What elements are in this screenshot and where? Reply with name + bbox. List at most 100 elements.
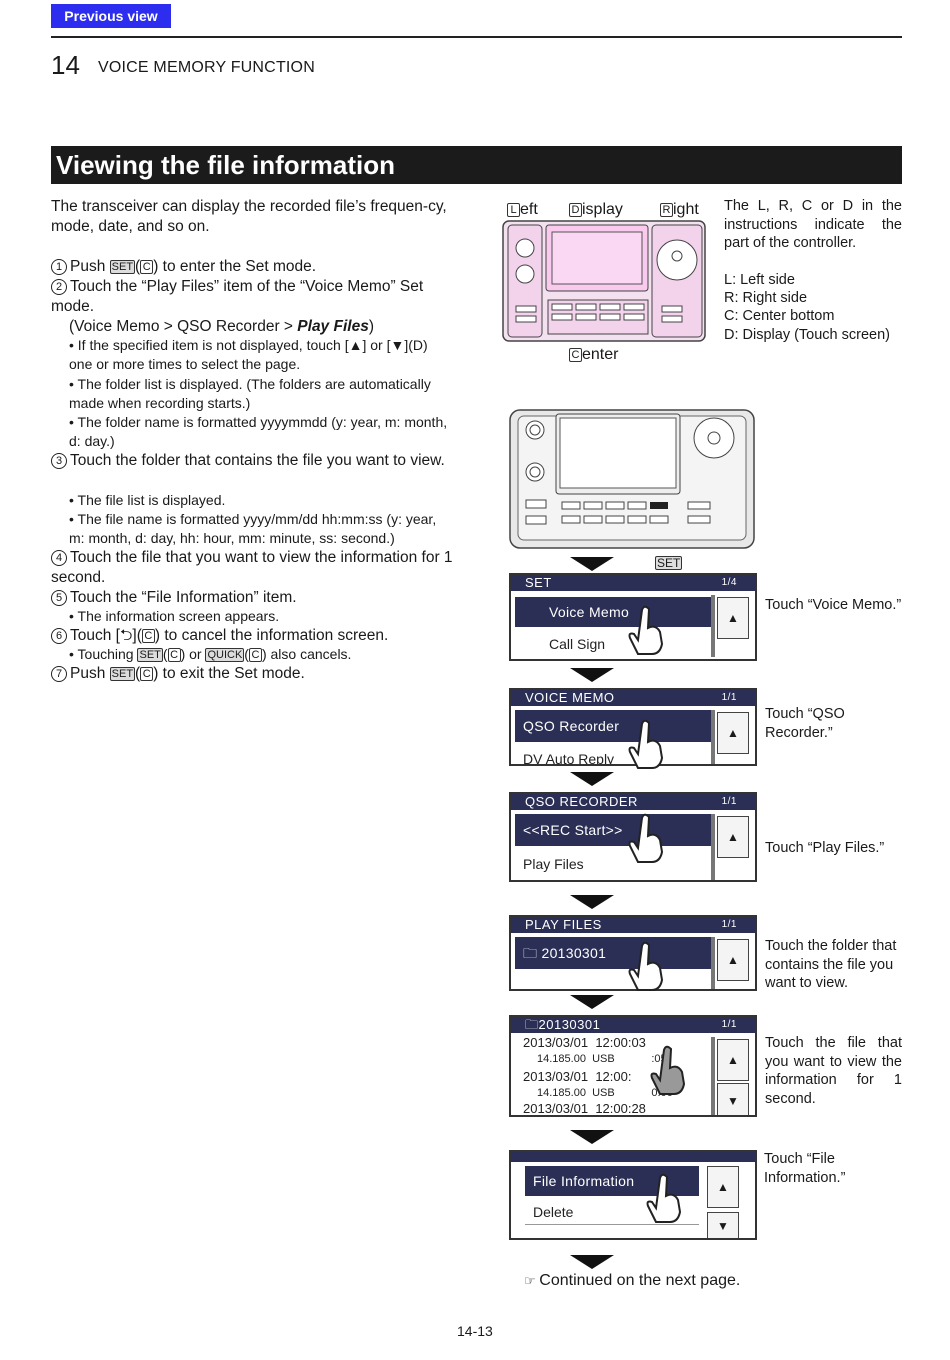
center-marker: C xyxy=(248,648,262,662)
bullet-text: The folder name is formatted yyyymmdd (y… xyxy=(69,414,448,449)
file-mode: USB xyxy=(592,1053,615,1065)
file-item[interactable]: 2013/03/01 12:00: 14.185.00 USB 0:06 xyxy=(515,1069,711,1103)
down-icon[interactable]: ▼ xyxy=(717,1083,749,1115)
up-icon[interactable]: ▲ xyxy=(707,1166,739,1208)
bullet-text: ( xyxy=(244,646,249,662)
bullet-text: The file list is displayed. xyxy=(77,492,226,508)
down-arrow xyxy=(570,895,614,909)
screen-title: VOICE MEMO xyxy=(525,690,615,705)
file-frequency: 14.185.00 xyxy=(537,1087,586,1099)
menu-item-label: <<REC Start>> xyxy=(523,822,623,838)
step-number: 6 xyxy=(51,628,67,644)
caption-screen-4: Touch the folder that contains the file … xyxy=(765,938,897,991)
section-title: Viewing the file information xyxy=(56,150,395,180)
page-indicator: 1/1 xyxy=(721,1019,737,1030)
bullet-text: ) also cancels. xyxy=(261,646,352,662)
file-item[interactable]: 2013/03/01 12:00:28 xyxy=(515,1101,711,1116)
menu-item-file-information[interactable]: File Information xyxy=(525,1166,699,1196)
caption-screen-1: Touch “Voice Memo.” xyxy=(765,597,902,613)
set-key: SET xyxy=(109,667,136,681)
menu-item-qso-recorder[interactable]: QSO Recorder xyxy=(515,710,711,742)
center-marker: C xyxy=(140,260,154,274)
step-text: ]( xyxy=(132,627,142,644)
bullet-text: ( xyxy=(162,646,168,662)
page-number: 14-13 xyxy=(457,1323,493,1339)
step-text: Push xyxy=(70,258,110,275)
menu-item-label: Play Files xyxy=(523,856,584,872)
down-arrow xyxy=(570,1255,614,1269)
menu-item-dv-auto-reply[interactable]: DV Auto Reply xyxy=(515,748,711,766)
down-icon[interactable]: ▼ xyxy=(707,1212,739,1238)
section-title-bar xyxy=(51,146,902,184)
marker: R xyxy=(660,203,673,217)
bullet-text: ) or xyxy=(180,646,206,662)
previous-view-button[interactable]: Previous view xyxy=(51,4,171,28)
touch-hand-icon xyxy=(628,605,664,655)
touch-hand-icon xyxy=(650,1045,686,1095)
file-frequency: 14.185.00 xyxy=(537,1053,586,1065)
step-number: 3 xyxy=(51,453,67,469)
file-time: 12:00:28 xyxy=(595,1101,646,1116)
up-icon[interactable]: ▲ xyxy=(717,939,749,981)
bullet-text: The information screen appears. xyxy=(77,608,280,624)
chapter-title: VOICE MEMORY FUNCTION xyxy=(98,59,315,76)
center-marker: C xyxy=(141,629,155,643)
continued-text: Continued on the next page. xyxy=(539,1272,741,1289)
menu-item-label: QSO Recorder xyxy=(523,718,620,734)
intro-paragraph: The transceiver can display the recorded… xyxy=(51,198,447,235)
back-icon: ⮌ xyxy=(119,627,133,644)
caption-screen-6: Touch “File Information.” xyxy=(764,1151,846,1186)
controller-diagram xyxy=(502,220,706,342)
touch-hand-icon xyxy=(646,1173,682,1223)
set-key: SET xyxy=(109,260,136,274)
set-key: SET xyxy=(655,556,683,570)
up-icon[interactable]: ▲ xyxy=(717,712,749,754)
menu-item-call-sign[interactable]: Call Sign xyxy=(515,631,711,657)
bullet-text: The file name is formatted yyyy/mm/dd hh… xyxy=(69,511,437,546)
scroll-bar xyxy=(711,937,715,989)
menu-path: (Voice Memo > QSO Recorder > xyxy=(69,318,298,335)
step-text: ( xyxy=(135,258,141,275)
touch-hand-icon xyxy=(628,813,664,863)
menu-item-rec-start[interactable]: <<REC Start>> xyxy=(515,814,711,846)
menu-item-voice-memo[interactable]: Voice Memo xyxy=(515,597,711,627)
bullet: • The folder list is displayed. (The fol… xyxy=(69,376,431,411)
label-text: eft xyxy=(520,201,538,218)
caption-screen-2: Touch “QSO Recorder.” xyxy=(765,706,845,741)
menu-path: ) xyxy=(368,318,374,335)
down-arrow xyxy=(570,668,614,682)
folder-item[interactable]: 🗀 20130301 xyxy=(515,937,711,969)
pointing-hand-icon: ☞ xyxy=(524,1273,540,1288)
folder-icon: 🗀 xyxy=(525,1017,539,1032)
menu-item-delete[interactable]: Delete xyxy=(525,1200,699,1225)
up-icon[interactable]: ▲ xyxy=(717,1039,749,1081)
scroll-bar xyxy=(711,1037,715,1115)
chapter-number: 14 xyxy=(51,50,80,80)
menu-path-item: Play Files xyxy=(297,318,369,335)
continued-note: ☞ Continued on the next page. xyxy=(524,1272,740,1290)
menu-item-play-files[interactable]: Play Files xyxy=(515,850,711,878)
down-arrow xyxy=(570,1130,614,1144)
menu-item-label: DV Auto Reply xyxy=(523,751,615,766)
file-time: 12:00: xyxy=(595,1069,632,1084)
step-text: Touch the “Play Files” item of the “Voic… xyxy=(51,278,424,315)
down-arrow xyxy=(570,772,614,786)
touch-hand-icon xyxy=(628,719,664,769)
up-icon[interactable]: ▲ xyxy=(717,816,749,858)
step-text: Touch the “File Information” item. xyxy=(70,589,297,606)
marker: C xyxy=(569,348,582,362)
step-number: 7 xyxy=(51,666,67,682)
bullet: • Touching SET(C) or QUICK(C) also cance… xyxy=(69,646,352,662)
up-icon[interactable]: ▲ xyxy=(717,597,749,639)
screen-title: PLAY FILES xyxy=(525,917,602,932)
